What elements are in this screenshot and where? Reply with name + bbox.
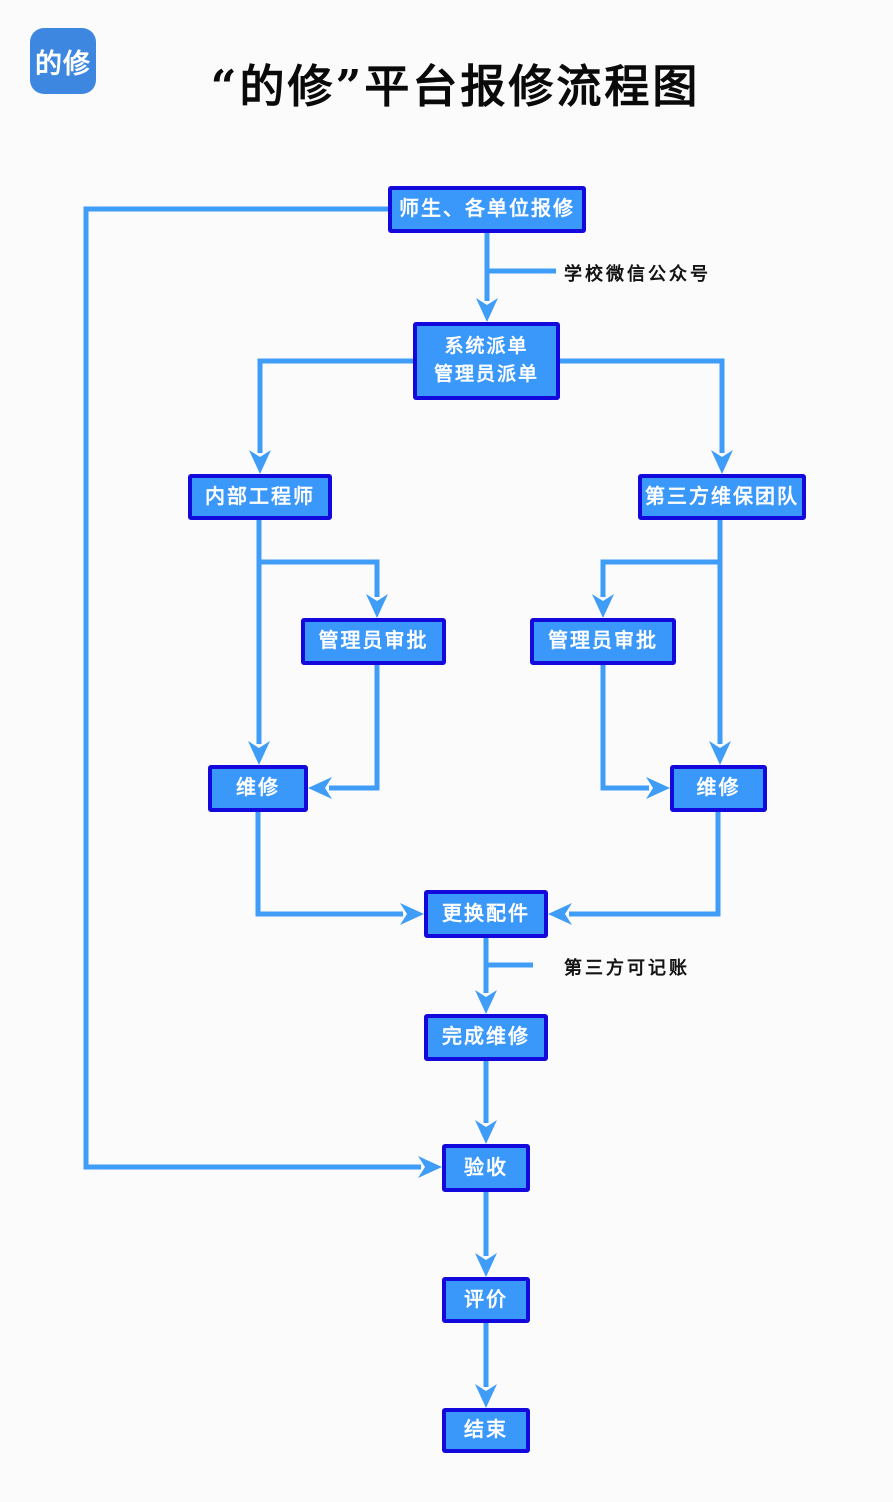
node-admin-approval-right-label: 管理员审批 (548, 630, 658, 652)
connector-repair-left-to-parts (255, 812, 424, 925)
node-admin-approval-left: 管理员审批 (301, 618, 446, 665)
node-replace-parts-label: 更换配件 (442, 902, 530, 925)
connector-dispatch-to-internal (249, 358, 413, 474)
annotation-wechat-channel: 学校微信公众号 (564, 264, 711, 284)
connector-repair-right-to-parts (548, 812, 721, 925)
connector-dispatch-to-thirdparty (560, 358, 733, 474)
node-repair-right: 维修 (670, 765, 767, 812)
node-internal-engineer: 内部工程师 (188, 474, 332, 520)
annotation-third-party-billing: 第三方可记账 (564, 958, 690, 978)
node-third-party-team: 第三方维保团队 (638, 474, 806, 520)
node-acceptance: 验收 (442, 1144, 530, 1192)
node-dispatch-line1: 系统派单 (444, 336, 529, 358)
node-repair-left: 维修 (208, 765, 308, 812)
node-replace-parts: 更换配件 (424, 890, 548, 938)
node-admin-approval-left-label: 管理员审批 (318, 630, 429, 652)
node-complete-repair-label: 完成维修 (442, 1026, 530, 1048)
app-logo-text: 的修 (35, 48, 91, 79)
node-end: 结束 (442, 1408, 530, 1453)
node-acceptance-label: 验收 (464, 1156, 508, 1179)
node-admin-approval-right: 管理员审批 (530, 618, 676, 665)
node-dispatch: 系统派单 管理员派单 (413, 322, 560, 400)
node-end-label: 结束 (464, 1419, 508, 1441)
connector-report-to-acceptance-feedback (83, 206, 442, 1178)
node-evaluation-label: 评价 (464, 1288, 508, 1311)
connector-internal-to-approval-left (259, 559, 388, 618)
node-evaluation: 评价 (442, 1277, 530, 1323)
app-logo: 的修 (30, 28, 96, 94)
node-report-label: 师生、各单位报修 (399, 198, 575, 220)
page-title: “的修”平台报修流程图 (210, 60, 701, 113)
connector-approval-left-to-repair-left (308, 665, 380, 799)
node-internal-engineer-label: 内部工程师 (205, 485, 315, 508)
node-third-party-team-label: 第三方维保团队 (645, 485, 799, 508)
node-report: 师生、各单位报修 (388, 186, 586, 233)
node-complete-repair: 完成维修 (424, 1014, 548, 1061)
node-repair-right-label: 维修 (696, 777, 741, 799)
node-repair-left-label: 维修 (236, 777, 280, 799)
connector-thirdparty-to-approval-right (592, 559, 720, 618)
node-dispatch-line2: 管理员派单 (433, 364, 539, 385)
connector-approval-right-to-repair-right (600, 665, 670, 799)
